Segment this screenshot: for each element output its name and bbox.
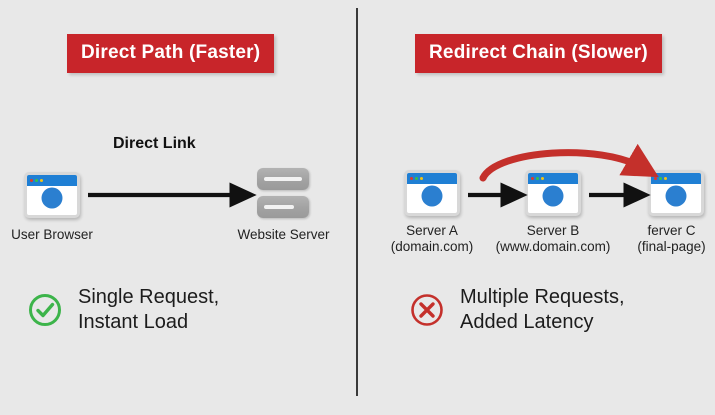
browser-titlebar [651, 173, 701, 184]
server-stack-icon [257, 168, 309, 220]
server-slab-line [264, 177, 302, 181]
browser-titlebar [27, 175, 77, 186]
browser-window-icon [648, 170, 704, 216]
browser-dot-yellow [40, 179, 43, 182]
browser-inner [27, 175, 77, 215]
node-label-server-a: Server A (domain.com) [377, 223, 487, 255]
browser-dot-yellow [420, 177, 423, 180]
browser-inner [407, 173, 457, 213]
browser-page-circle [421, 185, 443, 207]
browser-dot-green [415, 177, 418, 180]
browser-titlebar [528, 173, 578, 184]
node-label-server-c: ferver C (final-page) [628, 223, 715, 255]
browser-dot-green [659, 177, 662, 180]
browser-window-icon [24, 172, 80, 218]
browser-inner [528, 173, 578, 213]
node-title: Server B [526, 223, 580, 238]
browser-dot-yellow [664, 177, 667, 180]
server-slab-top [257, 168, 309, 190]
node-label-server-b: Server B (www.domain.com) [478, 223, 628, 255]
browser-dot-green [536, 177, 539, 180]
direct-link-label: Direct Link [113, 135, 196, 152]
browser-titlebar [407, 173, 457, 184]
left-outcome-text: Single Request, Instant Load [78, 286, 220, 333]
right-outcome-row: Multiple Requests, Added Latency [410, 285, 625, 335]
browser-dot-red [654, 177, 657, 180]
browser-page-circle [665, 185, 687, 207]
browser-dot-yellow [541, 177, 544, 180]
left-outcome-row: Single Request, Instant Load [28, 285, 219, 335]
right-panel-banner: Redirect Chain (Slower) [415, 34, 662, 73]
browser-window-icon [404, 170, 460, 216]
browser-window-icon [525, 170, 581, 216]
node-subtitle: (final-page) [637, 239, 706, 254]
browser-dot-red [410, 177, 413, 180]
left-panel-banner: Direct Path (Faster) [67, 34, 275, 73]
x-circle-icon [411, 294, 443, 326]
user-browser-label: User Browser [11, 227, 93, 242]
node-subtitle: (www.domain.com) [495, 239, 611, 254]
browser-page-circle [41, 187, 63, 209]
check-circle-icon [29, 294, 61, 326]
browser-inner [651, 173, 701, 213]
browser-dot-red [30, 179, 33, 182]
node-subtitle: (domain.com) [390, 239, 474, 254]
right-outcome-text: Multiple Requests, Added Latency [460, 286, 625, 333]
website-server-label: Website Server [237, 227, 330, 242]
browser-dot-red [531, 177, 534, 180]
browser-page-circle [542, 185, 564, 207]
server-slab-line [264, 205, 294, 209]
browser-dot-green [35, 179, 38, 182]
node-title: Server A [406, 223, 458, 238]
panel-divider [356, 8, 358, 396]
node-title: ferver C [647, 223, 696, 238]
server-slab-bottom [257, 196, 309, 218]
